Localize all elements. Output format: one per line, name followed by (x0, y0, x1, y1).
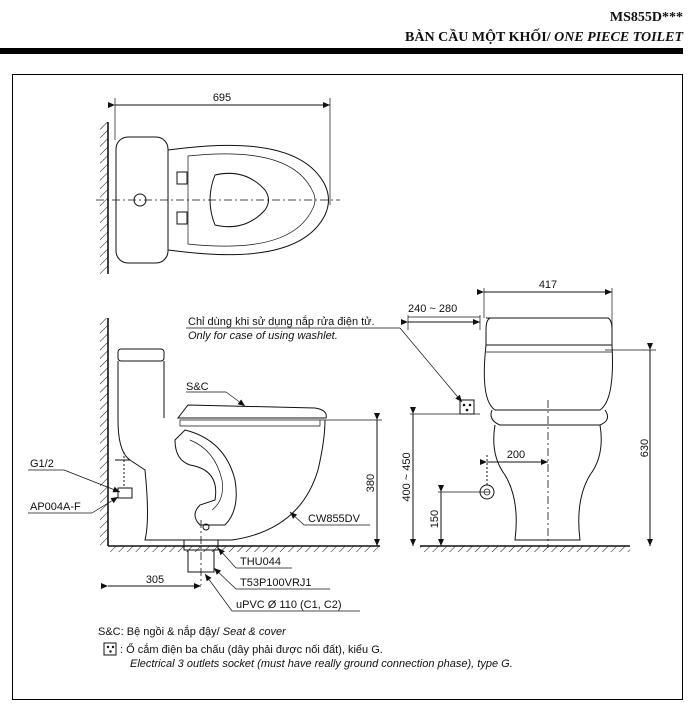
side-valve (117, 487, 133, 499)
top-wall-hatch (100, 122, 108, 274)
dim-depth: 417 (539, 279, 557, 291)
dim-height-total: 630 (639, 439, 651, 457)
dim-outlet-distance: 305 (146, 574, 164, 586)
dim-rough-in: 240 ~ 280 (408, 303, 457, 315)
front-view: 417 630 240 ~ 280 400 ~ 450 150 200 (401, 279, 656, 552)
side-view: 380 305 S&C G1/2 AP004A-F CW855DV THU044… (28, 318, 382, 612)
dim-seat-height: 380 (365, 474, 377, 492)
front-seat (490, 409, 609, 426)
front-pedestal (493, 424, 602, 541)
top-bowl-opening (209, 172, 269, 228)
label-flange: THU044 (240, 556, 281, 568)
label-outlet: T53P100VRJ1 (240, 577, 312, 589)
side-seat-cover (176, 404, 327, 419)
header-rule (0, 48, 683, 54)
socket-icon (103, 642, 117, 656)
washlet-note: Chỉ dùng khi sử dụng nắp rửa điện tử. On… (186, 315, 463, 403)
label-bowl: CW855DV (308, 513, 361, 525)
front-tank-top (485, 317, 613, 346)
legend-sc-en: Seat & cover (223, 626, 287, 638)
model-code: MS855D*** (609, 10, 683, 25)
note-washlet-vi: Chỉ dùng khi sử dụng nắp rửa điện tử. (188, 315, 375, 328)
top-view: 695 (96, 92, 340, 274)
label-g-half: G1/2 (30, 458, 54, 470)
legend-socket-vi: : Ổ cắm điện ba chấu (dây phải được nối … (120, 643, 383, 656)
side-tank-lid (117, 348, 165, 362)
legend: S&C: Bệ ngồi & nắp đậy/ Seat & cover : Ổ… (98, 625, 513, 670)
side-body-outline (117, 361, 326, 541)
dim-inlet-low: 150 (429, 510, 441, 528)
note-washlet-en: Only for case of using washlet. (188, 330, 338, 342)
top-lid-outline (187, 153, 316, 247)
legend-socket-en: Electrical 3 outlets socket (must have r… (130, 658, 513, 670)
legend-sc: S&C: Bệ ngồi & nắp đậy/ Seat & cover (98, 625, 287, 638)
label-pipe: uPVC Ø 110 (C1, C2) (236, 599, 342, 611)
product-title: BÀN CẦU MỘT KHỐI/ ONE PIECE TOILET (405, 30, 683, 46)
label-sc: S&C (186, 381, 209, 393)
product-title-en: ONE PIECE TOILET (554, 30, 683, 45)
legend-sc-vi: S&C: Bệ ngồi & nắp đậy/ (98, 625, 221, 638)
label-valve: AP004A-F (30, 501, 81, 513)
side-trapway (174, 429, 237, 526)
product-title-vi: BÀN CẦU MỘT KHỐI/ (405, 30, 551, 45)
drawing-frame (12, 74, 683, 700)
dim-inlet-offset: 200 (507, 449, 525, 461)
front-socket (459, 399, 475, 415)
dim-inlet-height: 400 ~ 450 (401, 452, 413, 501)
dim-width-top: 695 (213, 92, 231, 104)
top-seat-outline (167, 144, 329, 256)
